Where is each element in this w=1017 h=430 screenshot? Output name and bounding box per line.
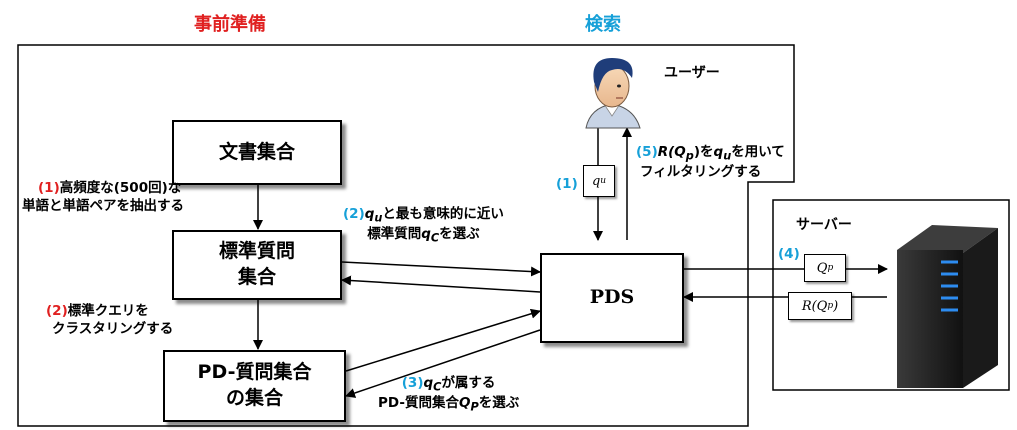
step-3-select-pd-label: (3)qCが属する PD-質問集合QPを選ぶ — [378, 375, 520, 414]
box-pds: PDS — [540, 253, 684, 343]
server-icon — [897, 225, 998, 388]
step-1-query-number: (1) — [556, 176, 578, 192]
step-1-extract-label: (1)高頻度な(500回)な 単語と単語ペアを抽出する — [22, 180, 184, 214]
arrow-pd-to-pds — [345, 308, 541, 372]
box-standard-questions: 標準質問 集合 — [172, 230, 342, 300]
arrow-pds-to-pd — [345, 329, 541, 398]
box-pd-question-sets: PD-質問集合 の集合 — [163, 350, 346, 422]
header-preparation: 事前準備 — [194, 14, 266, 35]
box-documents: 文書集合 — [172, 120, 342, 185]
step-2-select-standard-label: (2)quと最も意味的に近い 標準質問qCを選ぶ — [343, 206, 504, 245]
header-search: 検索 — [585, 14, 621, 35]
arrow-standard-to-pds — [341, 261, 541, 277]
label-user: ユーザー — [664, 65, 720, 81]
client-frame — [17, 44, 795, 427]
step-2-clustering-label: (2)標準クエリを クラスタリングする — [46, 303, 174, 337]
user-avatar-icon — [585, 58, 641, 129]
server-frame — [772, 199, 1010, 391]
label-server: サーバー — [796, 217, 852, 233]
step-4-number: (4) — [778, 246, 800, 262]
arrow-pds-to-standard — [341, 275, 541, 293]
step-5-filter-label: (5)R(Qp)をquを用いて フィルタリングする — [636, 144, 785, 181]
